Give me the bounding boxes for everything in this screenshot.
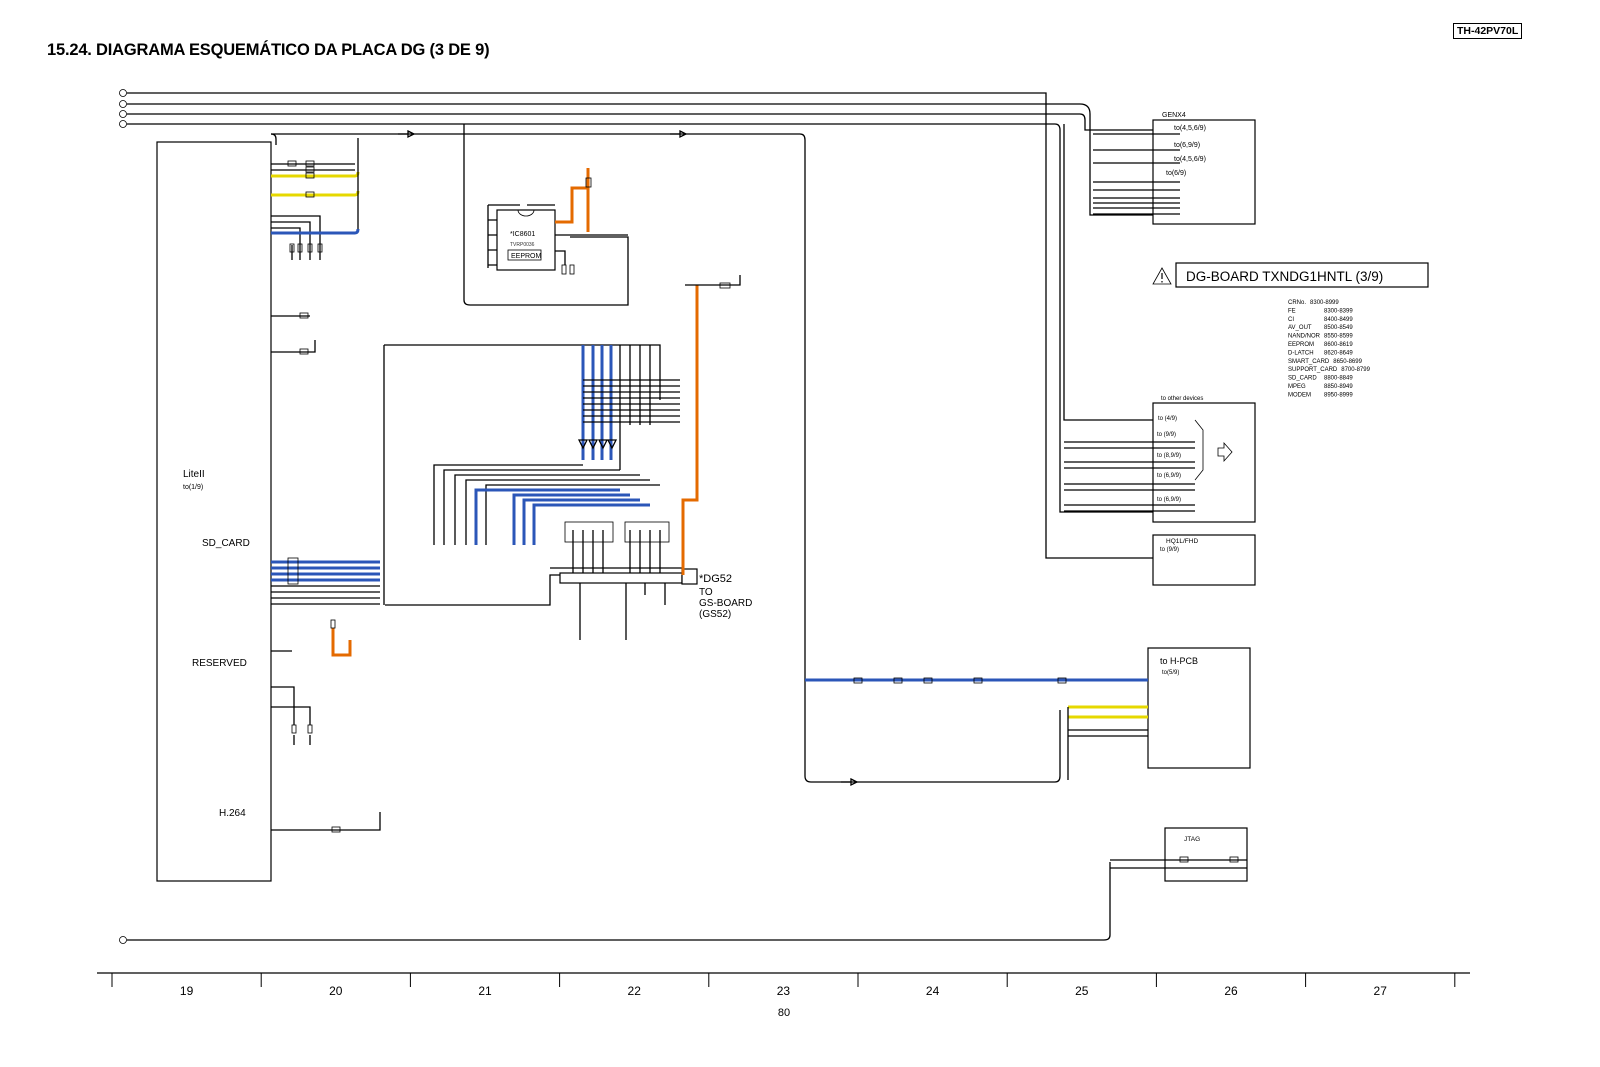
hpcb-block: to H-PCB to(5/9): [805, 647, 1251, 780]
legend-name: FE: [1288, 308, 1296, 314]
liteii-block: [156, 141, 272, 882]
legend-name: CI: [1288, 317, 1294, 323]
warning-triangle-icon: [1152, 267, 1172, 285]
ruler-column-label: 23: [777, 984, 791, 998]
genx4-block: GENX4 to(4,5,6/9) to(6,9/9) to(4,5,6/9) …: [1093, 112, 1256, 225]
connector-line3: (GS52): [699, 609, 731, 620]
other-devices-ref: to (9/9): [1157, 432, 1176, 438]
middle-bus: [433, 345, 680, 575]
board-title: DG-BOARD TXNDG1HNTL (3/9): [1152, 262, 1429, 288]
hq1l-title: HQ1L/FHD: [1166, 538, 1198, 545]
liteii-label: LiteII: [183, 469, 205, 480]
top-bus-lines: [119, 89, 1153, 787]
eeprom-ic: *IC8601 TVRP0036 EEPROM: [487, 168, 628, 275]
hpcb-ref: to(5/9): [1162, 670, 1179, 676]
model-badge: TH-42PV70L: [1453, 23, 1523, 39]
other-devices-ref: to (6,9/9): [1157, 473, 1181, 479]
other-devices-ref: to (6,9/9): [1157, 497, 1181, 503]
legend-name: NAND/NOR: [1288, 334, 1321, 340]
eeprom-part: TVRP0036: [510, 242, 535, 248]
ruler-column-label: 24: [926, 984, 940, 998]
ruler-column-label: 27: [1374, 984, 1388, 998]
arrow-right-icon: [1217, 441, 1233, 463]
hq1l-ref: to (9/9): [1160, 547, 1179, 553]
genx4-ref: to(4,5,6/9): [1174, 125, 1206, 132]
page-title: 15.24. DIAGRAMA ESQUEMÁTICO DA PLACA DG …: [47, 41, 490, 59]
legend-name: AV_OUT: [1288, 325, 1312, 331]
legend-name: MPEG: [1288, 384, 1306, 390]
page-number: 80: [778, 1007, 790, 1019]
legend-range: 8850-8949: [1324, 384, 1353, 390]
legend-range: 8400-8499: [1324, 317, 1353, 323]
jtag-title: JTAG: [1184, 836, 1200, 843]
genx4-title: GENX4: [1162, 112, 1186, 119]
left-signals: [271, 138, 381, 833]
ruler-column-label: 26: [1224, 984, 1238, 998]
board-title-text: DG-BOARD TXNDG1HNTL (3/9): [1186, 269, 1383, 284]
sd-card-label: SD_CARD: [202, 538, 250, 549]
legend-range: 8500-8549: [1324, 325, 1353, 331]
legend-range: 8950-8999: [1324, 392, 1353, 398]
ruler-column-label: 20: [329, 984, 343, 998]
legend-range: 8300-8999: [1310, 300, 1339, 306]
hpcb-title: to H-PCB: [1160, 656, 1198, 666]
other-devices-title: to other devices: [1161, 396, 1203, 402]
legend-name: SD_CARD: [1288, 376, 1317, 382]
legend-range: 8650-8699: [1333, 359, 1362, 365]
eeprom-ref: *IC8601: [510, 231, 535, 238]
other-devices-block: to other devices to (4/9) to (9/9) to (8…: [1064, 396, 1256, 523]
legend-range: 8620-8649: [1324, 350, 1353, 356]
legend-name: SUPPORT_CARD: [1288, 367, 1338, 373]
legend-range: 8550-8599: [1324, 334, 1353, 340]
legend-name: MODEM: [1288, 392, 1311, 398]
reserved-label: RESERVED: [192, 658, 247, 669]
other-devices-ref: to (8,9/9): [1157, 453, 1181, 459]
column-ruler: 19 20 21 22 23 24 25 26 27: [97, 972, 1470, 998]
h264-label: H.264: [219, 808, 246, 819]
legend-range: 8800-8849: [1324, 376, 1353, 382]
legend-name: SMART_CARD: [1288, 359, 1330, 365]
connector-ref: *DG52: [699, 573, 732, 585]
legend-range: 8600-8619: [1324, 342, 1353, 348]
connector-line1: TO: [699, 587, 713, 598]
sd-card-bus: [271, 344, 661, 657]
ruler-column-label: 19: [180, 984, 194, 998]
genx4-ref: to(4,5,6/9): [1174, 156, 1206, 163]
ruler-column-label: 25: [1075, 984, 1089, 998]
legend-name: EEPROM: [1288, 342, 1314, 348]
eeprom-label: EEPROM: [511, 253, 542, 260]
liteii-ref: to(1/9): [183, 484, 203, 491]
hq1l-block: HQ1L/FHD to (9/9): [1152, 534, 1256, 586]
ruler-column-label: 22: [628, 984, 642, 998]
legend-range: 8300-8399: [1324, 308, 1353, 314]
genx4-ref: to(6,9/9): [1174, 142, 1200, 149]
legend-name: CRNo.: [1288, 300, 1306, 306]
other-devices-ref: to (4/9): [1158, 416, 1177, 422]
dg52-connector: *DG52 TO GS-BOARD (GS52): [550, 275, 752, 640]
ruler-column-label: 21: [478, 984, 492, 998]
legend-range: 8700-8799: [1341, 367, 1370, 373]
connector-line2: GS-BOARD: [699, 598, 752, 609]
legend-name: D-LATCH: [1288, 350, 1314, 356]
jtag-block: JTAG: [119, 827, 1248, 944]
genx4-ref: to(6/9): [1166, 170, 1186, 177]
